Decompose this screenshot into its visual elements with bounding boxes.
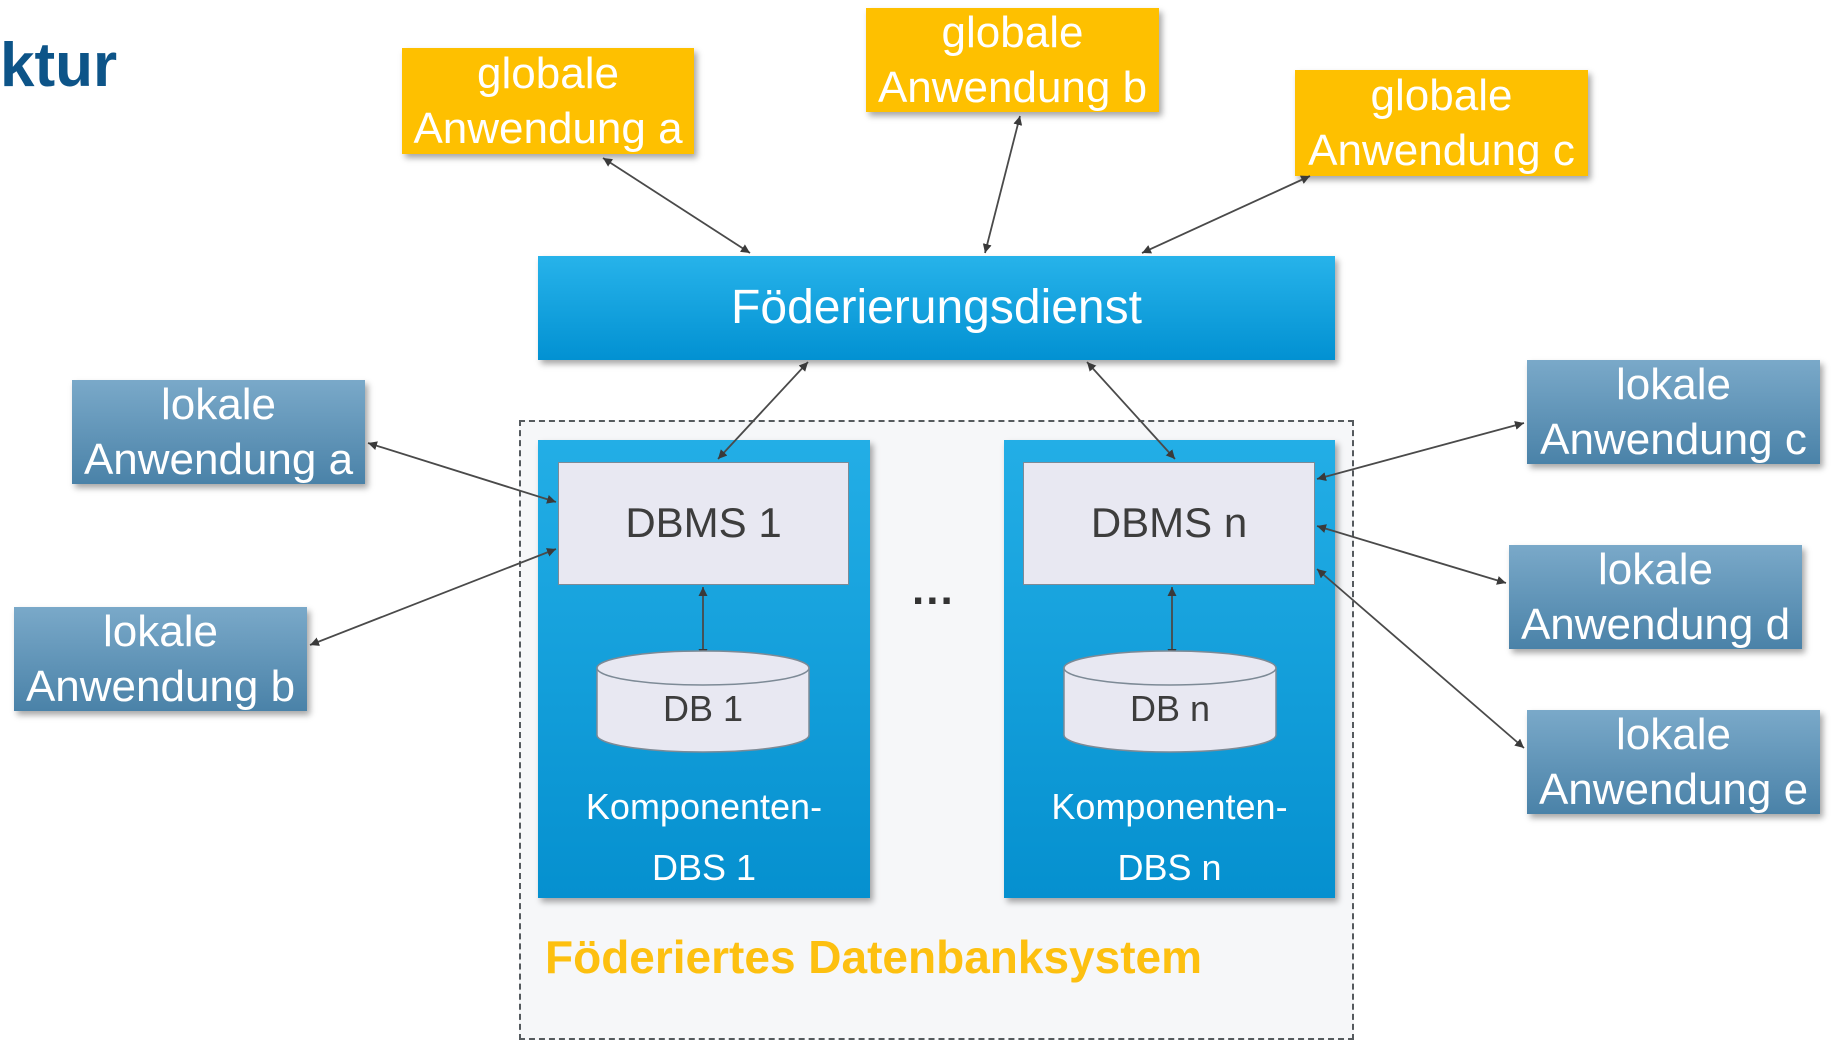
dbms-1: DBMS 1 bbox=[558, 462, 849, 585]
local-app-a: lokale Anwendung a bbox=[72, 380, 365, 484]
component-dbs-n-label: Komponenten- DBS n bbox=[1051, 786, 1288, 888]
federated-system-label: Föderiertes Datenbanksystem bbox=[545, 931, 1203, 983]
arrow-service-dbms1 bbox=[717, 361, 809, 460]
global-app-a: globale Anwendung a bbox=[402, 48, 694, 154]
diagram-connectors bbox=[309, 115, 1525, 753]
global-app-c: globale Anwendung c bbox=[1295, 70, 1588, 176]
arrow-local-b-dbms1 bbox=[309, 548, 557, 646]
local-app-e: lokale Anwendung e bbox=[1527, 710, 1820, 814]
dbn-label: DB n bbox=[1129, 688, 1211, 729]
global-app-b: globale Anwendung b bbox=[866, 8, 1159, 112]
page-title: ktur bbox=[0, 31, 118, 100]
component-dbs-1-label: Komponenten- DBS 1 bbox=[585, 786, 823, 888]
arrow-service-dbmsn bbox=[1086, 361, 1176, 460]
more-components-ellipsis: ... bbox=[912, 565, 955, 614]
database-db1 bbox=[596, 650, 810, 753]
arrow-global-c-service bbox=[1141, 175, 1311, 254]
dbms-n: DBMS n bbox=[1023, 462, 1315, 585]
database-dbn bbox=[1063, 650, 1277, 753]
arrow-local-e-dbmsn bbox=[1316, 568, 1525, 749]
local-app-b: lokale Anwendung b bbox=[14, 607, 307, 711]
arrow-local-d-dbmsn bbox=[1316, 524, 1507, 585]
arrow-local-c-dbmsn bbox=[1316, 421, 1525, 481]
federation-service: Föderierungsdienst bbox=[538, 256, 1335, 360]
local-app-d: lokale Anwendung d bbox=[1509, 545, 1802, 649]
arrow-global-a-service bbox=[602, 157, 751, 254]
local-app-c: lokale Anwendung c bbox=[1527, 360, 1820, 464]
arrow-global-b-service bbox=[982, 115, 1023, 254]
db1-label: DB 1 bbox=[662, 688, 744, 729]
arrow-local-a-dbms1 bbox=[367, 441, 557, 504]
